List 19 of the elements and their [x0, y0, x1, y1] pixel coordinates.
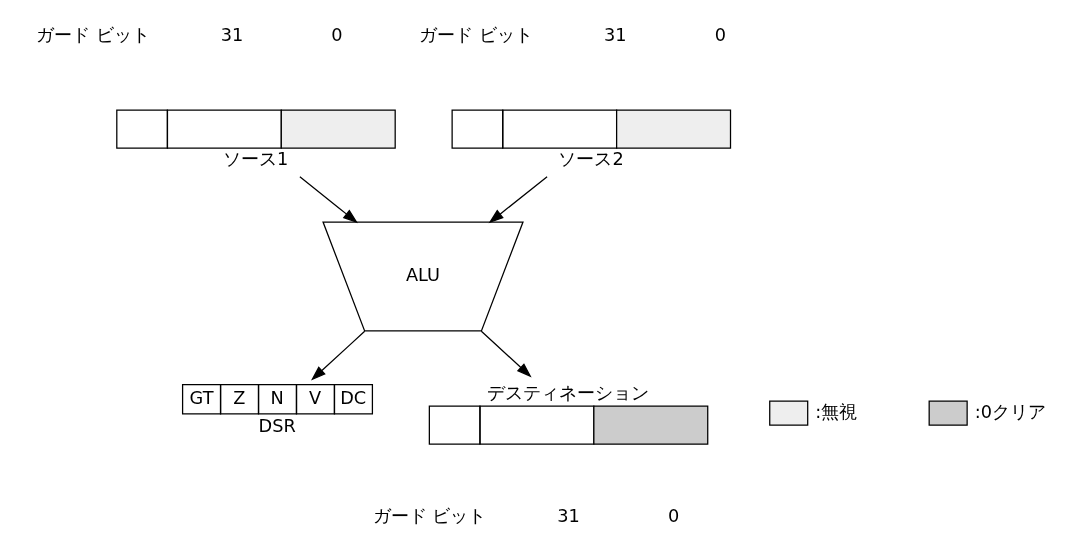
label: 0 [714, 24, 726, 45]
label: 31 [556, 505, 580, 526]
node-label: ソース1 [222, 148, 288, 169]
label: ガード ビット [35, 24, 150, 45]
label: 31 [220, 24, 243, 45]
label: 0 [667, 505, 679, 526]
node-label: ソース2 [557, 148, 624, 169]
label: ガード ビット [372, 505, 486, 526]
arrow [298, 176, 358, 224]
node-label: DSR [258, 415, 296, 436]
arrow [310, 330, 365, 381]
legend-label: :無視 [814, 401, 857, 422]
label: 0 [330, 24, 343, 45]
arrow [480, 330, 532, 378]
legend-label: :0クリア [974, 401, 1046, 422]
arrow [488, 176, 548, 224]
node-label: デスティネーション [486, 382, 649, 403]
label: 31 [603, 24, 627, 45]
label: ガード ビット [418, 24, 533, 45]
